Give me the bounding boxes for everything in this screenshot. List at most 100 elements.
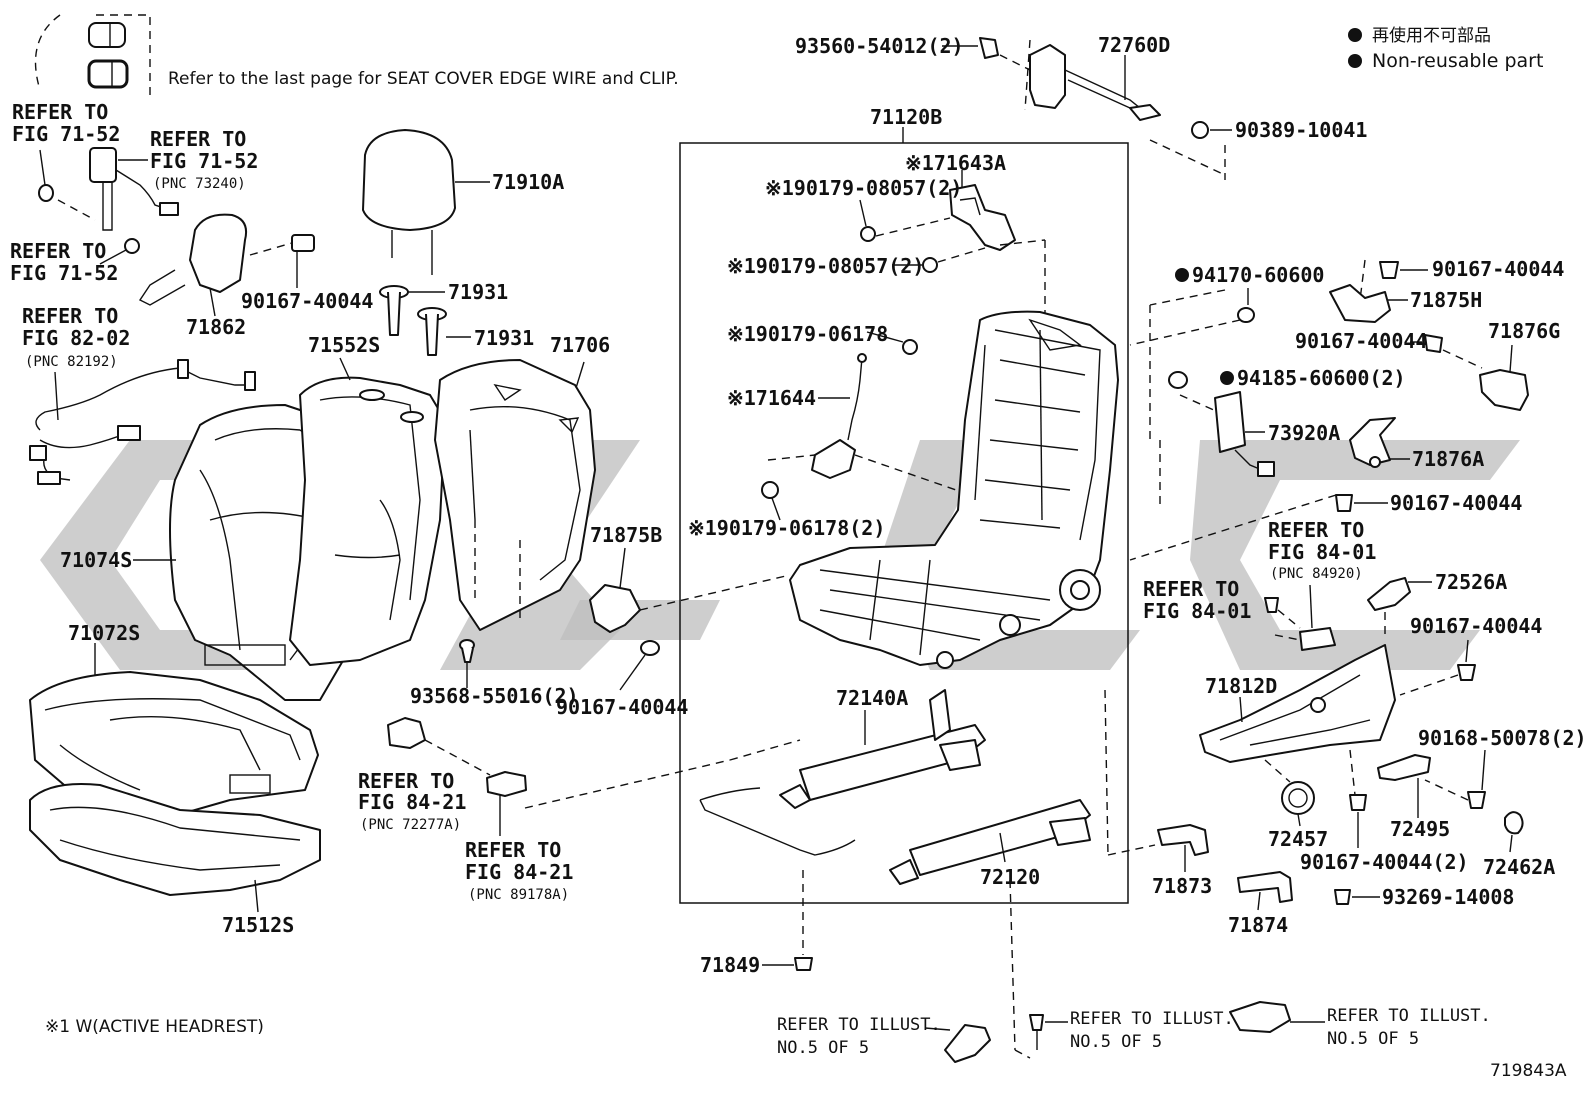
label-71644: ※171644: [727, 386, 816, 410]
ref-fig-71-52-b-2: FIG 71-52: [150, 149, 258, 173]
nut-icon: [902, 339, 918, 355]
label-90179-08057-b: ※190179-08057(2): [727, 254, 924, 278]
label-93269-14008: 93269-14008: [1382, 885, 1514, 909]
part-71706[interactable]: 71706: [434, 333, 610, 631]
footnote: ※1 W(ACTIVE HEADREST): [45, 1017, 264, 1037]
label-72457: 72457: [1268, 827, 1328, 851]
edge-wire-clip-icon: [88, 22, 126, 48]
screw-icon: [1264, 597, 1279, 613]
edge-wire-note: Refer to the last page for SEAT COVER ED…: [34, 14, 679, 95]
bolt-icon: [1335, 494, 1353, 512]
label-71875H: 71875H: [1410, 288, 1482, 312]
part-94170-60600[interactable]: 94170-60600: [1129, 263, 1324, 440]
label-71931-a: 71931: [448, 280, 508, 304]
nut-icon: [860, 226, 876, 242]
ref-fig-82-02-2: FIG 82-02: [22, 326, 130, 350]
part-94185-60600[interactable]: 94185-60600(2): [1159, 366, 1406, 510]
cover-icon: [1229, 1001, 1291, 1033]
ref-fig-71-52-b-3: (PNC 73240): [153, 176, 246, 192]
part-71812D[interactable]: 71812D: [1199, 644, 1396, 796]
part-72526A[interactable]: 72526A: [1367, 570, 1507, 640]
ref-illust-b-2: NO.5 OF 5: [1070, 1032, 1162, 1052]
part-72760D[interactable]: 72760D: [1024, 33, 1226, 176]
bolt-icon: [1467, 791, 1486, 809]
part-71873[interactable]: 71873: [1152, 824, 1212, 898]
part-71874[interactable]: 71874: [1228, 871, 1293, 937]
bolt-90167-40044-b[interactable]: 90167-40044: [556, 640, 688, 719]
part-72495[interactable]: 72495: [1377, 754, 1450, 841]
part-73920A[interactable]: 73920A: [1214, 391, 1340, 477]
part-72120[interactable]: 72120: [889, 799, 1091, 889]
label-71876G: 71876G: [1488, 319, 1560, 343]
ref-fig-71-52-b: REFER TO: [150, 127, 246, 151]
nut-icon: [1191, 121, 1209, 139]
ref-fig-84-01-a-2: FIG 84-01: [1268, 540, 1376, 564]
part-71876A[interactable]: 71876A: [1349, 417, 1484, 471]
hole-icon: [400, 411, 424, 423]
bolt-90168-50078[interactable]: 90168-50078(2): [1418, 726, 1587, 809]
label-71875B: 71875B: [590, 523, 662, 547]
label-71643A: ※171643A: [905, 151, 1006, 175]
part-71512S[interactable]: 71512S: [29, 783, 321, 937]
part-71552S[interactable]: 71552S: [289, 333, 446, 666]
bolt-90167-40044-g[interactable]: 90167-40044(2): [1300, 794, 1469, 874]
ref-fig-71-52-c: REFER TO: [10, 239, 106, 263]
part-71931-a[interactable]: 71931: [379, 280, 508, 336]
part-71643A[interactable]: ※171643A: [905, 151, 1046, 320]
bolt-90167-40044-c[interactable]: 90167-40044: [1359, 257, 1564, 301]
part-72140A[interactable]: 72140A: [779, 686, 986, 809]
label-72526A: 72526A: [1435, 570, 1507, 594]
part-71072S[interactable]: 71072S: [29, 621, 319, 821]
label-90167-40044-b: 90167-40044: [556, 695, 688, 719]
ref-84-21-group: REFER TO FIG 84-21 (PNC 72277A) REFER TO…: [358, 717, 731, 903]
part-71875H[interactable]: 71875H: [1329, 284, 1482, 323]
bolt-90167-40044-d[interactable]: 90167-40044: [1295, 329, 1483, 369]
ref-fig-71-52-a: REFER TO: [12, 100, 108, 124]
label-94185-60600: 94185-60600(2): [1237, 366, 1406, 390]
nut-90179-06178-b[interactable]: ※190179-06178(2): [688, 481, 885, 540]
clip-icon: [794, 957, 813, 971]
part-72462A[interactable]: 72462A: [1483, 811, 1555, 879]
ref-illust-a-2: NO.5 OF 5: [777, 1038, 869, 1058]
bolt-90167-40044-a[interactable]: 90167-40044: [241, 234, 373, 313]
track-wire: [699, 787, 856, 856]
nut-icon: [922, 257, 938, 273]
label-94170-60600: 94170-60600: [1192, 263, 1324, 287]
connector-icon: [29, 445, 47, 461]
part-71862[interactable]: 71862: [138, 213, 293, 339]
part-72457[interactable]: 72457: [1268, 781, 1328, 851]
nut-90179-08057-a[interactable]: ※190179-08057(2): [765, 176, 962, 242]
grommet-icon: [124, 238, 140, 254]
ref-illust-b-1: REFER TO ILLUST.: [1070, 1009, 1234, 1029]
label-71812D: 71812D: [1205, 674, 1277, 698]
part-71876G[interactable]: 71876G: [1479, 319, 1560, 411]
ref-illust-c-2: NO.5 OF 5: [1327, 1029, 1419, 1049]
label-90179-06178-a: ※190179-06178: [727, 322, 888, 346]
bolt-icon: [1457, 664, 1476, 681]
connector-icon: [159, 202, 179, 216]
bolt-93560-54012[interactable]: 93560-54012(2): [795, 34, 1041, 76]
ref-fig-82-02: REFER TO: [22, 304, 118, 328]
switch-icon: [1299, 627, 1336, 651]
non-reusable-icon: [1220, 371, 1234, 385]
nut-90179-08057-b[interactable]: ※190179-08057(2): [727, 247, 986, 278]
part-71875B[interactable]: 71875B: [589, 523, 791, 633]
bolt-93269-14008[interactable]: 93269-14008: [1334, 885, 1514, 909]
part-71849[interactable]: 71849: [700, 870, 813, 977]
label-90167-40044-c: 90167-40044: [1432, 257, 1564, 281]
part-71644[interactable]: ※190179-06178 ※171644: [727, 322, 986, 501]
bolt-90167-40044-f[interactable]: 90167-40044: [1399, 614, 1542, 696]
bolt-icon: [1334, 889, 1351, 905]
part-71931-b[interactable]: 71931: [417, 307, 534, 356]
nut-90389-10041[interactable]: 90389-10041: [1191, 118, 1367, 180]
label-72462A: 72462A: [1483, 855, 1555, 879]
ref-fig-84-01-a: REFER TO: [1268, 518, 1364, 542]
connector-icon: [387, 717, 426, 749]
ref-fig-84-01-b: REFER TO: [1143, 577, 1239, 601]
label-71512S: 71512S: [222, 913, 294, 937]
label-71552S: 71552S: [308, 333, 380, 357]
part-71910A[interactable]: 71910A: [362, 129, 564, 275]
part-93568-55016[interactable]: 93568-55016(2): [410, 639, 579, 708]
bolt-90167-40044-e[interactable]: 90167-40044: [1129, 491, 1522, 561]
